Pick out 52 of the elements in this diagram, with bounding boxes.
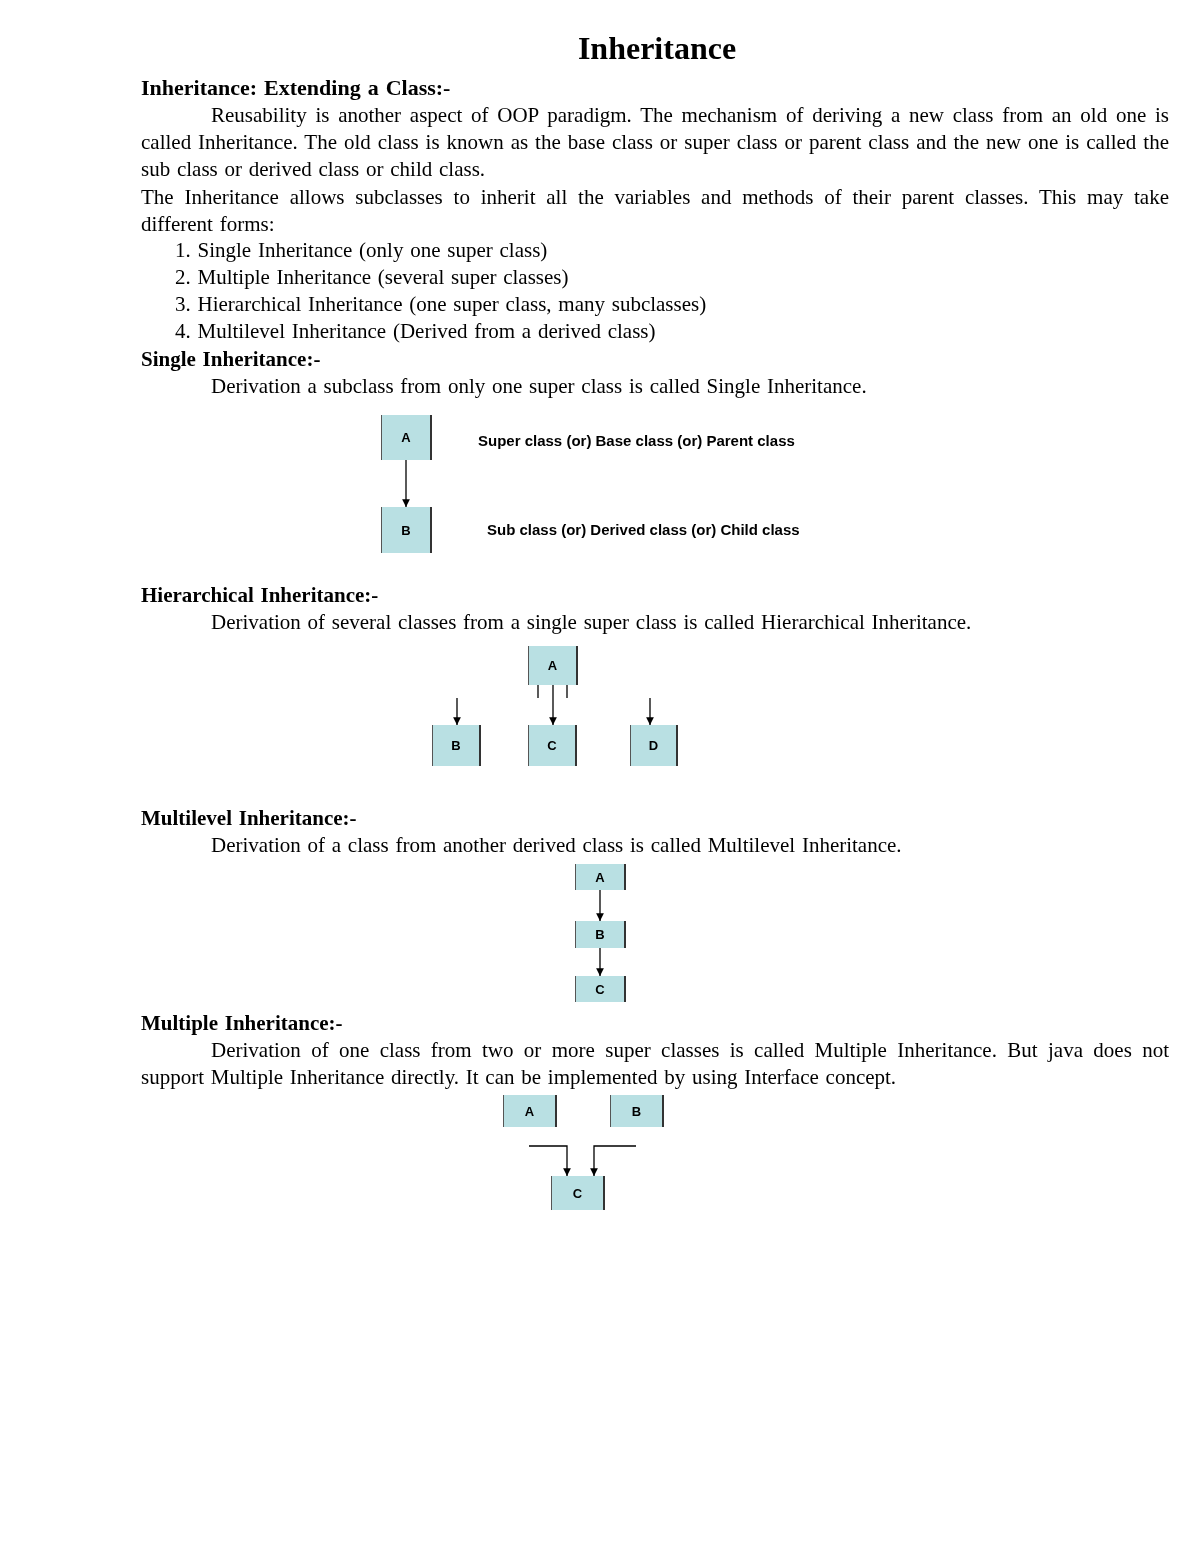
class-name: D [648, 738, 659, 753]
arrow [453, 697, 461, 726]
class-name: B [451, 738, 461, 753]
node-caption: Sub class (or) Derived class (or) Child class [487, 521, 800, 538]
class-box [630, 725, 678, 766]
class-name: B [595, 927, 605, 942]
class-box [551, 1176, 605, 1210]
section-heading: Single Inheritance:- [141, 346, 322, 373]
class-name: C [595, 981, 605, 997]
class-box [528, 725, 577, 766]
section-heading: Multiple Inheritance:- [141, 1010, 344, 1037]
class-name: B [631, 1103, 642, 1119]
paragraph: Derivation of one class from two or more super classes is called Multiple Inheritance. But java does not support Multiple Inheritance directly. It can be implemented by using Interface concept. [141, 1037, 1169, 1091]
class-name: A [524, 1103, 535, 1119]
class-name: A [401, 430, 411, 445]
class-name: C [572, 1185, 583, 1201]
class-box [575, 976, 626, 1002]
arrow [596, 889, 604, 922]
arrow [590, 1145, 637, 1177]
class-box [575, 921, 626, 948]
list-item: 3. Hierarchical Inheritance (one super class, many subclasses) [175, 291, 708, 318]
section-heading: Multilevel Inheritance:- [141, 805, 358, 832]
connector-line [537, 684, 539, 699]
paragraph: Derivation of a class from another derived class is called Multilevel Inheritance. [211, 832, 903, 859]
class-box [432, 725, 481, 766]
class-name: C [547, 738, 557, 753]
class-name: A [595, 869, 605, 885]
arrow [646, 697, 654, 726]
class-box [528, 646, 578, 685]
page-title: Inheritance [576, 29, 738, 68]
class-name: A [547, 658, 558, 673]
arrow [402, 459, 410, 508]
class-box [575, 864, 626, 890]
list-item: 1. Single Inheritance (only one super class) [175, 237, 549, 264]
paragraph: Derivation of several classes from a single super class is called Hierarchical Inheritance. [211, 609, 973, 636]
arrow [549, 684, 557, 726]
arrow [528, 1145, 571, 1177]
class-name: B [401, 522, 411, 538]
section-heading: Hierarchical Inheritance:- [141, 582, 380, 609]
class-box [610, 1095, 664, 1127]
list-item: 4. Multilevel Inheritance (Derived from a derived class) [175, 318, 657, 345]
class-box [381, 415, 432, 460]
node-caption: Super class (or) Base class (or) Parent class [478, 432, 795, 449]
connector-line [566, 684, 568, 699]
class-box [381, 507, 432, 553]
list-item: 2. Multiple Inheritance (several super classes) [175, 264, 570, 291]
paragraph: Reusability is another aspect of OOP paradigm. The mechanism of deriving a new class from an old one is called Inheritance. The old class is known as the base class or super class or parent class and the new one is called the sub class or derived class or child class. [141, 102, 1169, 183]
section-heading: Inheritance: Extending a Class:- [141, 74, 452, 101]
arrow [596, 947, 604, 977]
class-box [503, 1095, 557, 1127]
paragraph: Derivation a subclass from only one super class is called Single Inheritance. [211, 373, 868, 400]
paragraph: The Inheritance allows subclasses to inherit all the variables and methods of their parent classes. This may take different forms: [141, 184, 1169, 238]
